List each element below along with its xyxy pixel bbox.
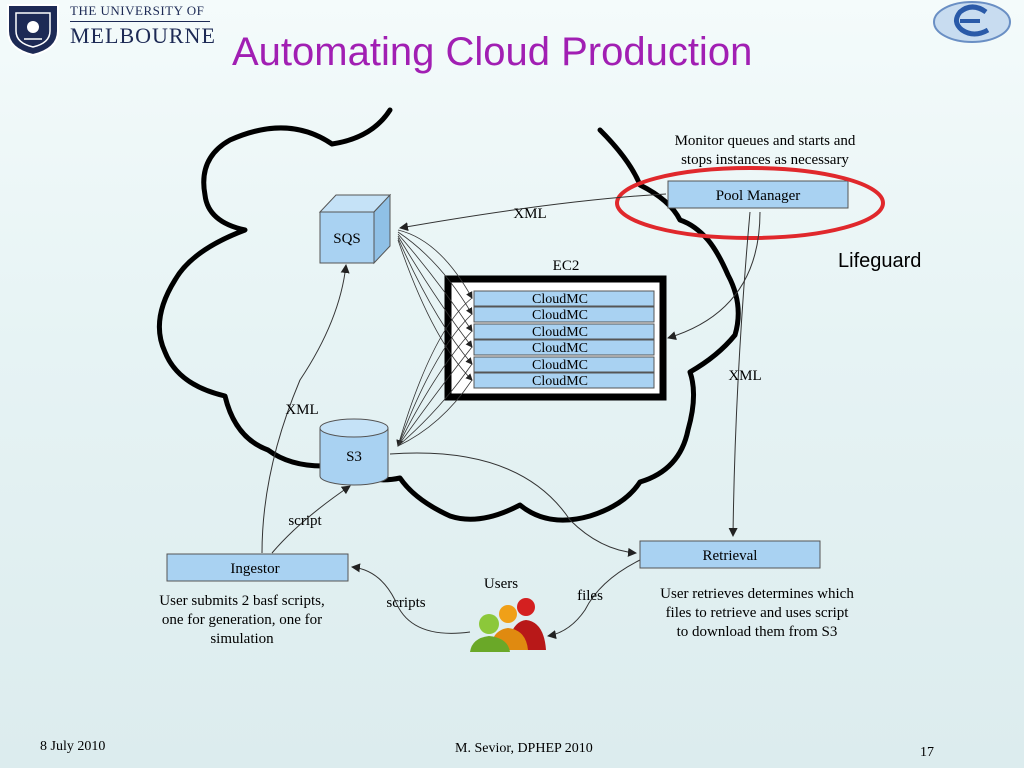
s3-storage-cylinder: S3 — [319, 418, 389, 486]
retrieval-note-line2: files to retrieve and uses script — [666, 605, 850, 621]
cloudmc-label: CloudMC — [532, 325, 588, 340]
university-name-line2: MELBOURNE — [70, 23, 216, 48]
sqs-queue-cube: SQS — [318, 193, 392, 265]
cloudmc-instances: CloudMC CloudMC CloudMC CloudMC CloudMC … — [473, 290, 655, 389]
pool-manager-to-sqs-arrow — [399, 193, 667, 232]
cloudmc-label: CloudMC — [532, 358, 588, 373]
script-label: script — [288, 513, 322, 529]
retrieval-box: Retrieval — [639, 540, 821, 569]
ingestor-note-line3: simulation — [210, 631, 274, 647]
lifeguard-highlight — [615, 166, 885, 240]
ingestor-to-sqs-arrow — [261, 264, 350, 554]
ingestor-label: Ingestor — [230, 561, 279, 577]
cloudmc-label: CloudMC — [532, 341, 588, 356]
sqs-label: SQS — [333, 231, 361, 247]
s3-label: S3 — [346, 449, 362, 465]
cloudmc-label: CloudMC — [532, 292, 588, 307]
pool-manager-to-ec2-arrow — [667, 211, 761, 340]
university-rule — [70, 21, 210, 22]
cloudmc-label: CloudMC — [532, 374, 588, 389]
xml-label-top: XML — [513, 206, 546, 222]
university-crest-icon — [7, 4, 59, 57]
conference-logo-icon — [933, 1, 1011, 43]
cloudmc-to-s3-arrows — [396, 297, 473, 447]
cloud-outline — [156, 107, 741, 523]
ingestor-to-s3-arrow — [271, 485, 351, 554]
monitor-note-line1: Monitor queues and starts and — [675, 133, 856, 149]
footer-date: 8 July 2010 — [40, 739, 106, 754]
xml-label-right: XML — [728, 368, 761, 384]
pool-manager-label: Pool Manager — [716, 188, 801, 204]
slide-title: Automating Cloud Production — [232, 30, 753, 74]
pool-manager-to-retrieval-arrow — [728, 211, 751, 537]
users-to-ingestor-arrow — [351, 563, 471, 634]
lifeguard-label: Lifeguard — [838, 250, 922, 272]
retrieval-to-users-arrow — [547, 559, 641, 639]
monitor-note-line2: stops instances as necessary — [681, 152, 849, 168]
pool-manager-box: Pool Manager — [667, 180, 849, 209]
slide-number: 17 — [920, 745, 934, 760]
s3-to-retrieval-arrow — [389, 452, 637, 557]
footer-author: M. Sevior, DPHEP 2010 — [455, 741, 593, 756]
ingestor-note-line2: one for generation, one for — [162, 612, 322, 628]
ingestor-note-line1: User submits 2 basf scripts, — [159, 593, 324, 609]
retrieval-label: Retrieval — [703, 548, 758, 564]
sqs-to-cloudmc-arrows — [397, 229, 473, 381]
ec2-label: EC2 — [553, 258, 580, 274]
files-label: files — [577, 588, 603, 604]
cloudmc-label: CloudMC — [532, 308, 588, 323]
retrieval-note-line3: to download them from S3 — [677, 624, 838, 640]
users-group-icon — [470, 598, 546, 652]
ingestor-box: Ingestor — [166, 553, 349, 582]
university-logo: THE UNIVERSITY OF MELBOURNE — [0, 0, 216, 57]
university-name-line1: THE UNIVERSITY OF — [70, 3, 205, 18]
retrieval-note-line1: User retrieves determines which — [660, 586, 854, 602]
xml-label-left: XML — [285, 402, 318, 418]
users-label: Users — [484, 576, 518, 592]
scripts-label: scripts — [386, 595, 425, 611]
